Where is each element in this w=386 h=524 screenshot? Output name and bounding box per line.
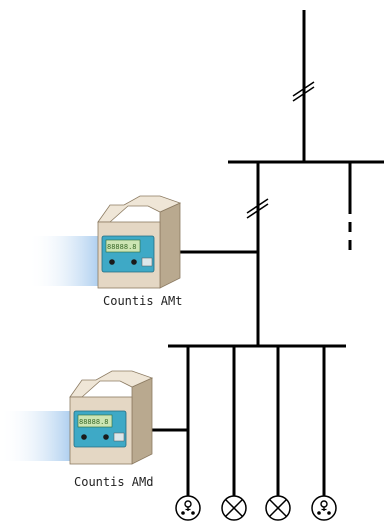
lamp-icon: [221, 495, 247, 521]
meter-button[interactable]: [109, 259, 115, 265]
three-phase-marker: [246, 198, 269, 219]
lamp-icon: [265, 495, 291, 521]
meter-amt-label: Countis AMt: [103, 294, 182, 308]
meter-terminal: [141, 257, 153, 267]
meter-button[interactable]: [103, 434, 109, 440]
meter-amd[interactable]: 88888.8: [0, 370, 154, 465]
meter-body-top: [69, 370, 154, 398]
meter-amt[interactable]: 88888.8: [28, 195, 182, 289]
meter-body-top: [97, 195, 182, 223]
meter-lcd: [77, 414, 113, 428]
meter-button[interactable]: [81, 434, 87, 440]
meter-button[interactable]: [131, 259, 137, 265]
socket-icon: [175, 495, 201, 521]
meter-glow: [28, 236, 110, 286]
three-phase-marker: [292, 81, 315, 102]
meter-amd-label: Countis AMd: [74, 475, 153, 489]
meter-glow: [0, 411, 82, 461]
meter-body-side: [159, 202, 181, 289]
meter-terminal: [113, 432, 125, 442]
meter-lcd-text: 88888.8: [107, 243, 137, 251]
meter-lcd: [105, 239, 141, 253]
meter-body-side: [131, 377, 153, 465]
socket-icon: [311, 495, 337, 521]
meter-lcd-text: 88888.8: [79, 418, 109, 426]
